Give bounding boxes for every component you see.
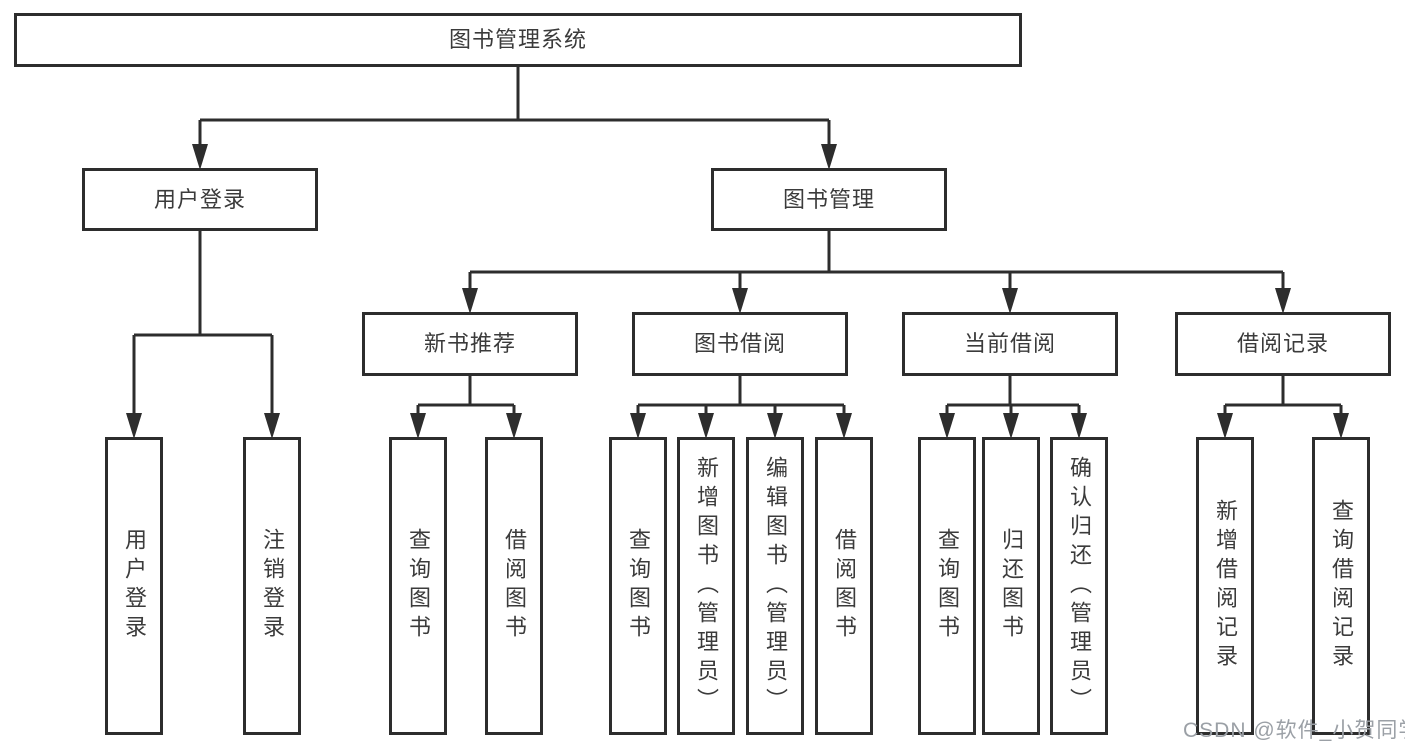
arrow-into-leaf-query-books-borrowing [630,413,646,439]
arrow-into-current-borrowing [1002,288,1018,314]
connector-borrowing-records-branch [1223,376,1343,420]
leaf-add-book-admin-label: 新增图书（管理员） [694,455,719,717]
node-current-borrowing: 当前借阅 [902,312,1118,376]
leaf-borrow-books-borrowing-label: 借阅图书 [832,528,857,644]
leaf-query-books-recommend: 查询图书 [389,437,447,735]
arrow-into-leaf-edit-book [767,413,783,439]
arrow-into-leaf-return-books [1003,413,1019,439]
arrow-into-book-management [821,144,837,170]
node-current-borrowing-label: 当前借阅 [963,331,1056,356]
arrow-into-leaf-query-books-current [939,413,955,439]
arrow-into-leaf-borrow-books-recommend [506,413,522,439]
leaf-query-borrow-record: 查询借阅记录 [1312,437,1370,735]
leaf-user-login: 用户登录 [105,437,163,735]
connector-root-to-level2 [198,67,831,150]
arrow-into-leaf-query-books-recommend [410,413,426,439]
node-book-management-label: 图书管理 [782,186,875,212]
node-new-book-recommendation-label: 新书推荐 [423,331,516,356]
arrow-into-leaf-add-book [698,413,714,439]
leaf-query-books-borrowing-label: 查询图书 [626,528,651,644]
leaf-logout-login-label: 注销登录 [260,528,285,644]
node-root: 图书管理系统 [14,13,1022,67]
leaf-user-login-label: 用户登录 [122,528,147,644]
node-book-management: 图书管理 [711,168,947,231]
node-user-login-label: 用户登录 [153,186,246,212]
arrow-into-new-book-recommendation [462,288,478,314]
connector-book-borrowing-branch [636,376,846,420]
leaf-add-borrow-record: 新增借阅记录 [1196,437,1254,735]
leaf-logout-login: 注销登录 [243,437,301,735]
leaf-add-borrow-record-label: 新增借阅记录 [1213,499,1238,673]
node-borrowing-records: 借阅记录 [1175,312,1391,376]
leaf-confirm-return-admin-label: 确认归还（管理员） [1067,455,1092,717]
arrow-into-leaf-confirm-return [1071,413,1087,439]
connector-current-borrowing-branch [945,376,1081,420]
arrowheads [126,144,1349,439]
node-book-borrowing-label: 图书借阅 [693,331,786,356]
leaf-return-books-label: 归还图书 [999,528,1024,644]
leaf-edit-book-admin-label: 编辑图书（管理员） [763,455,788,717]
arrow-into-leaf-add-borrow-record [1217,413,1233,439]
leaf-query-borrow-record-label: 查询借阅记录 [1329,499,1354,673]
arrow-into-leaf-borrow-books-borrowing [836,413,852,439]
leaf-add-book-admin: 新增图书（管理员） [677,437,735,735]
arrow-into-leaf-user-login [126,413,142,439]
leaf-borrow-books-recommend: 借阅图书 [485,437,543,735]
watermark: CSDN @软件_小贺同学 [1183,719,1405,742]
node-root-label: 图书管理系统 [448,27,587,52]
leaf-edit-book-admin: 编辑图书（管理员） [746,437,804,735]
leaf-query-books-borrowing: 查询图书 [609,437,667,735]
leaf-confirm-return-admin: 确认归还（管理员） [1050,437,1108,735]
connector-new-book-branch [416,376,516,420]
arrow-into-leaf-query-borrow-record [1333,413,1349,439]
leaf-query-books-current-label: 查询图书 [935,528,960,644]
node-book-borrowing: 图书借阅 [632,312,848,376]
arrow-into-leaf-logout [264,413,280,439]
leaf-borrow-books-recommend-label: 借阅图书 [502,528,527,644]
leaf-query-books-recommend-label: 查询图书 [406,528,431,644]
node-new-book-recommendation: 新书推荐 [362,312,578,376]
leaf-query-books-current: 查询图书 [918,437,976,735]
arrow-into-book-borrowing [732,288,748,314]
connector-user-login-branch [132,231,274,420]
leaf-return-books: 归还图书 [982,437,1040,735]
connector-book-management-branch [468,231,1285,295]
arrow-into-borrowing-records [1275,288,1291,314]
leaf-borrow-books-borrowing: 借阅图书 [815,437,873,735]
node-user-login: 用户登录 [82,168,318,231]
node-borrowing-records-label: 借阅记录 [1236,331,1329,356]
arrow-into-user-login [192,144,208,170]
